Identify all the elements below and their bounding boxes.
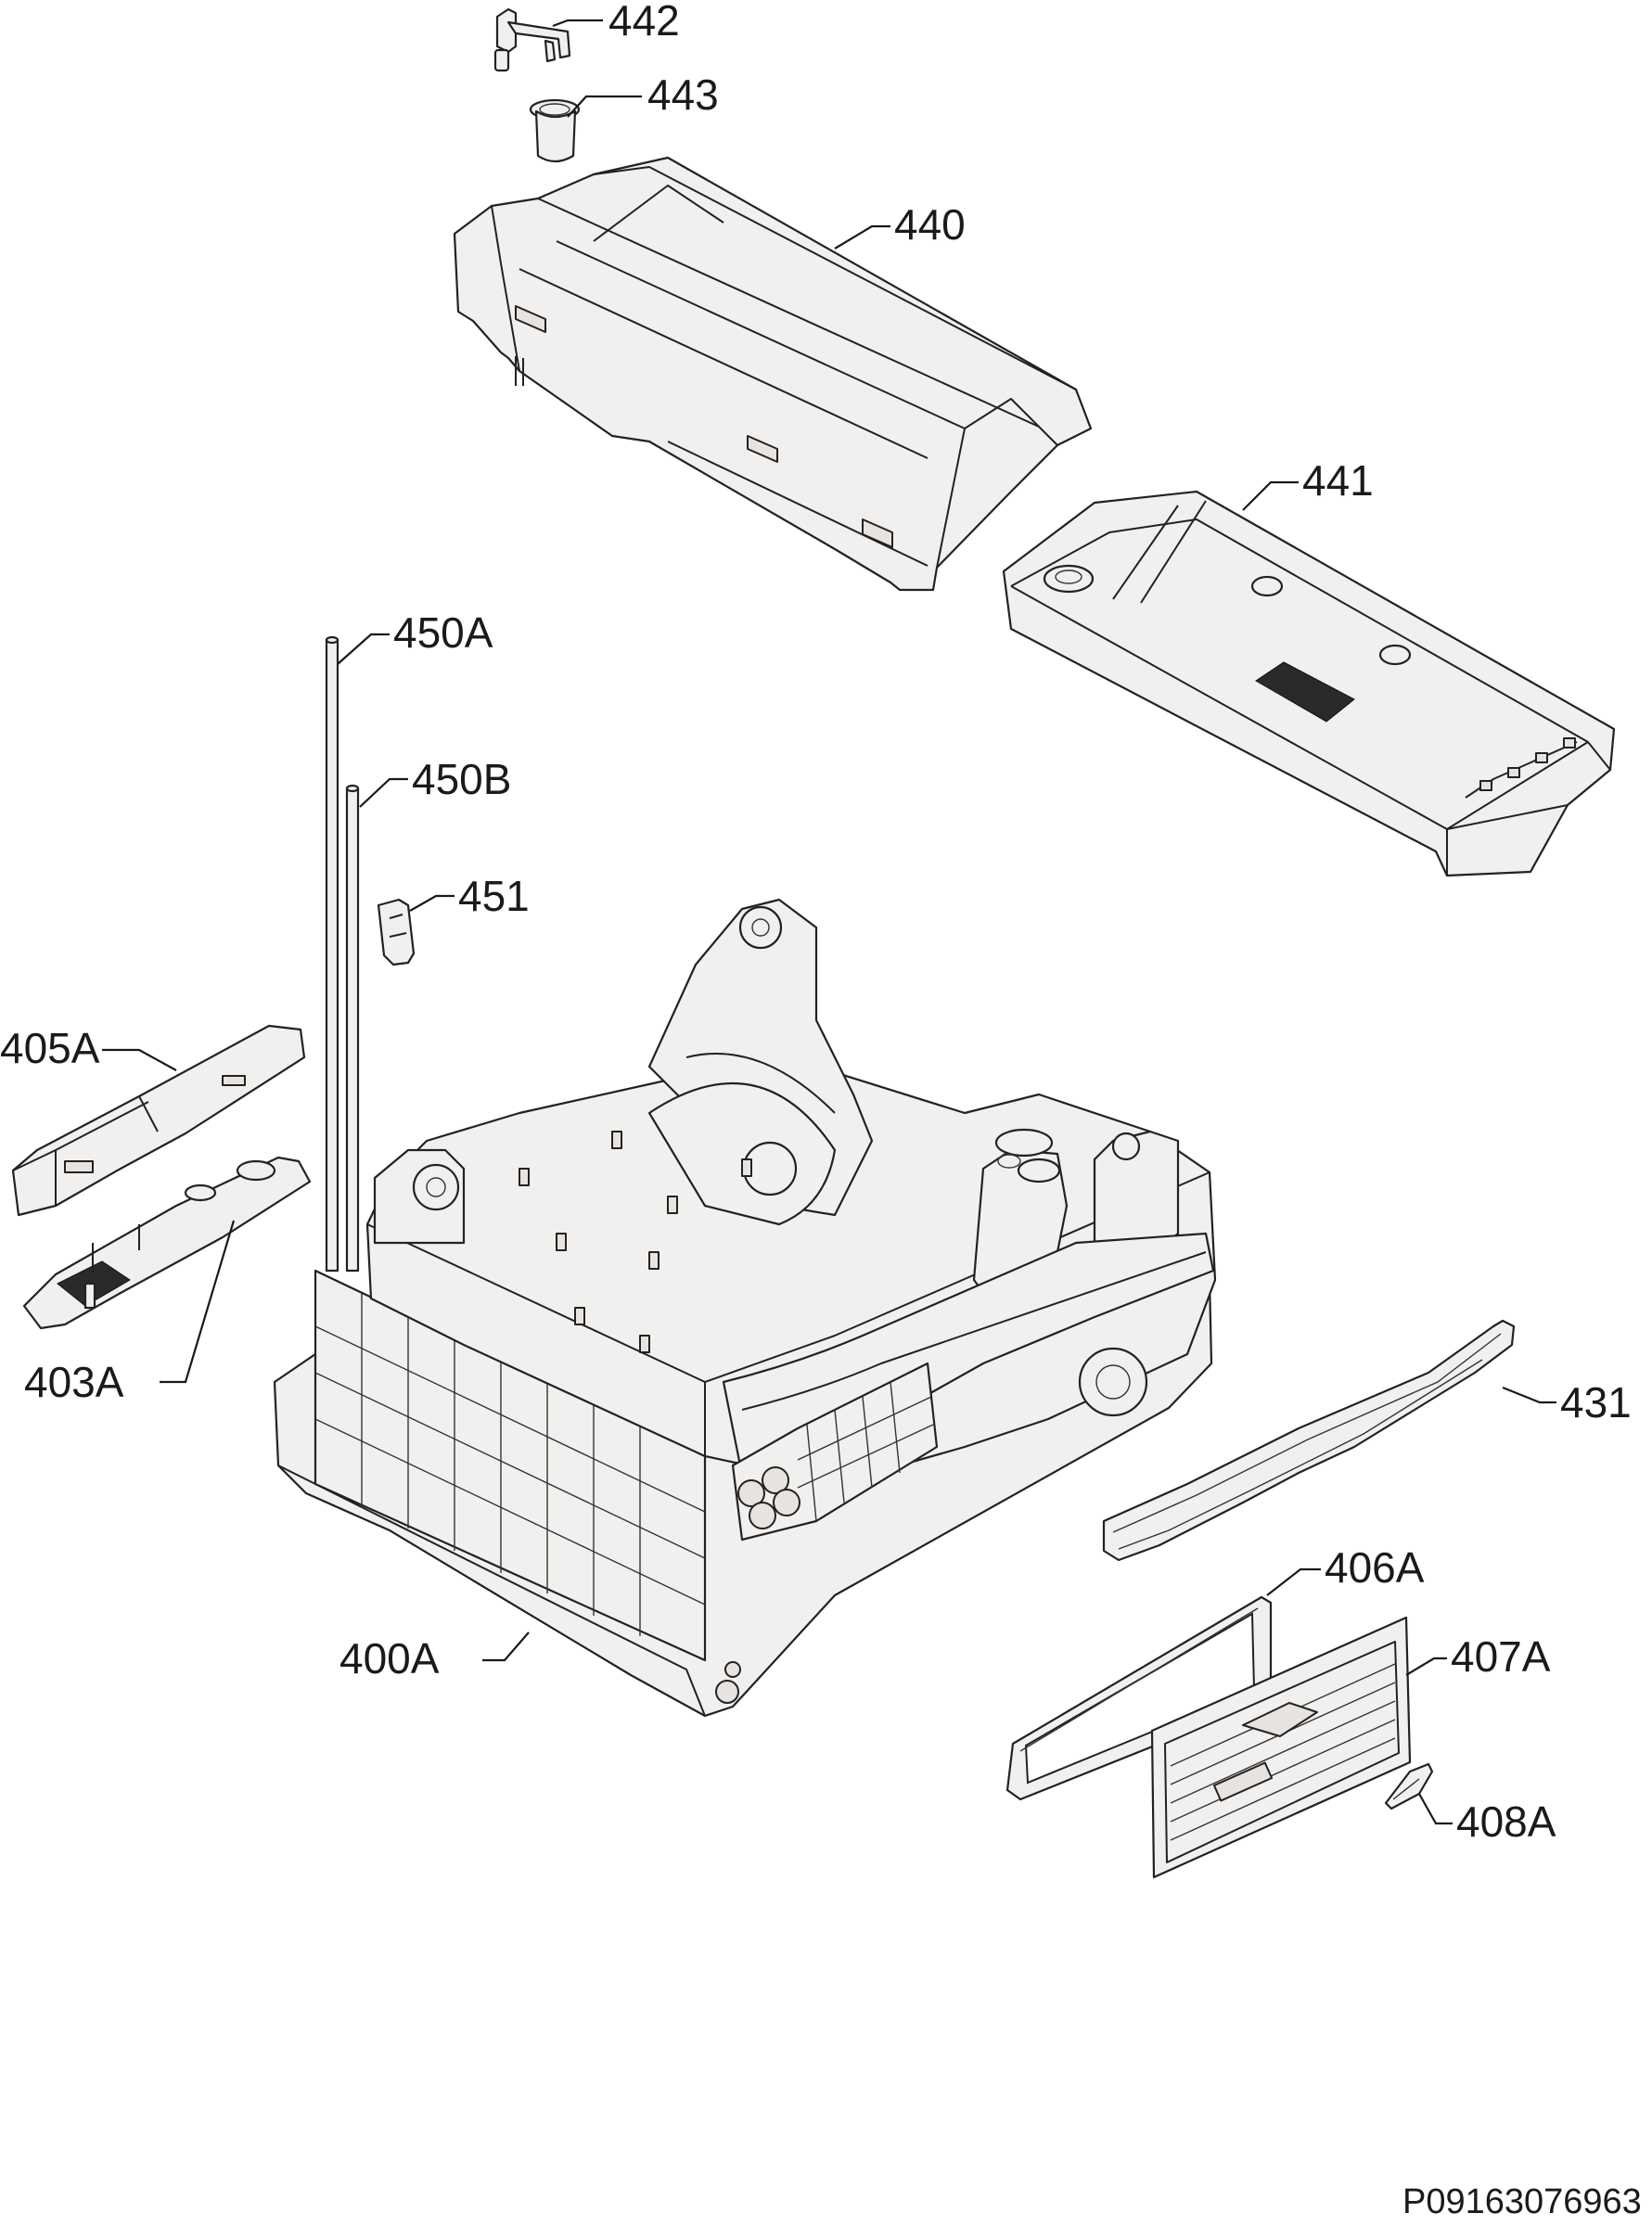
part-405a (11, 1024, 306, 1217)
part-450b-tube (345, 784, 360, 1273)
label-450a: 450A (393, 608, 493, 657)
part-403a (22, 1156, 312, 1330)
drawing-code: P09163076963 (1402, 2182, 1642, 2221)
label-406a: 406A (1325, 1543, 1425, 1592)
label-431: 431 (1560, 1378, 1632, 1426)
front-grid (314, 1293, 706, 1636)
label-405a: 405A (0, 1024, 100, 1072)
part-408a-knob (1384, 1762, 1434, 1810)
leader-lines (102, 19, 1556, 1825)
label-451: 451 (458, 872, 530, 920)
filter-basket-grid (797, 1381, 934, 1522)
label-400a: 400A (339, 1634, 440, 1682)
part-431-gasket (1102, 1319, 1516, 1562)
part-450a-tube (325, 635, 339, 1273)
part-labels: 442 443 440 441 450A 450B 451 405A 403A … (0, 0, 1632, 1846)
label-442: 442 (608, 0, 680, 45)
label-440: 440 (894, 200, 966, 249)
part-442 (493, 7, 571, 72)
label-408a: 408A (1456, 1797, 1556, 1846)
part-443 (529, 98, 581, 163)
part-451 (377, 898, 416, 966)
label-443: 443 (647, 70, 719, 119)
label-403a: 403A (24, 1358, 124, 1406)
label-450b: 450B (412, 755, 511, 803)
part-400a (273, 898, 1217, 1718)
part-441 (1002, 490, 1616, 877)
label-441: 441 (1302, 456, 1374, 505)
part-440 (453, 156, 1093, 592)
label-407a: 407A (1451, 1632, 1551, 1681)
part-407a-grille (1150, 1616, 1412, 1879)
